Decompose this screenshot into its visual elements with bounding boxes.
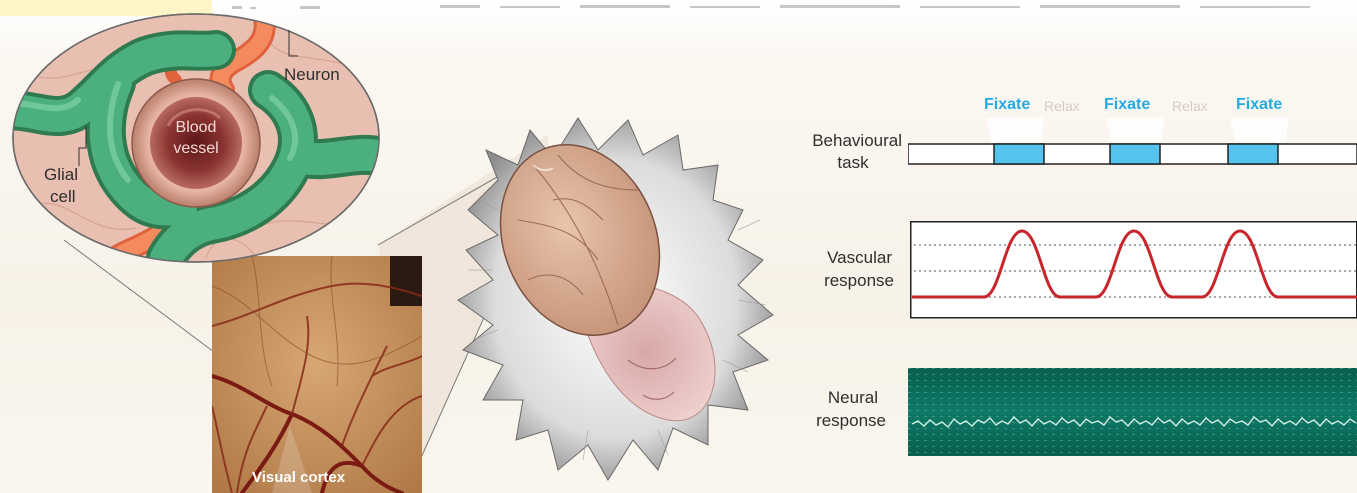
phase-label-relax-1: Relax bbox=[1044, 98, 1080, 114]
glial-cell-label-line2: cell bbox=[50, 186, 76, 207]
blood-vessel-label-line2: vessel bbox=[156, 140, 236, 158]
phase-label-fixate-3: Fixate bbox=[1236, 96, 1282, 114]
neural-response-label-line2: response bbox=[764, 410, 886, 431]
neural-response-label-line1: Neural bbox=[764, 387, 878, 408]
visual-cortex-image bbox=[212, 256, 422, 493]
fixate-block-2 bbox=[1110, 144, 1160, 164]
monkey-brain-illustration bbox=[438, 110, 808, 490]
vascular-response-plot bbox=[910, 221, 1357, 319]
visual-cortex-label: Visual cortex bbox=[252, 469, 345, 486]
phase-callouts bbox=[986, 118, 1288, 142]
phase-label-fixate-1: Fixate bbox=[984, 96, 1030, 114]
fixate-block-3 bbox=[1228, 144, 1278, 164]
behavioural-task-track bbox=[908, 118, 1357, 178]
vascular-response-label-line2: response bbox=[764, 270, 894, 291]
behavioural-task-label-line1: Behavioural bbox=[764, 130, 902, 151]
phase-label-relax-2: Relax bbox=[1172, 98, 1208, 114]
glial-cell-label-line1: Glial bbox=[44, 164, 78, 185]
behavioural-task-label-line2: task bbox=[764, 152, 902, 173]
neural-response-plot bbox=[908, 368, 1357, 456]
phase-label-fixate-2: Fixate bbox=[1104, 96, 1150, 114]
blood-vessel-label-line1: Blood bbox=[156, 119, 236, 137]
fixate-block-1 bbox=[994, 144, 1044, 164]
vascular-response-label-line1: Vascular bbox=[764, 247, 892, 268]
neuron-label: Neuron bbox=[284, 64, 340, 85]
